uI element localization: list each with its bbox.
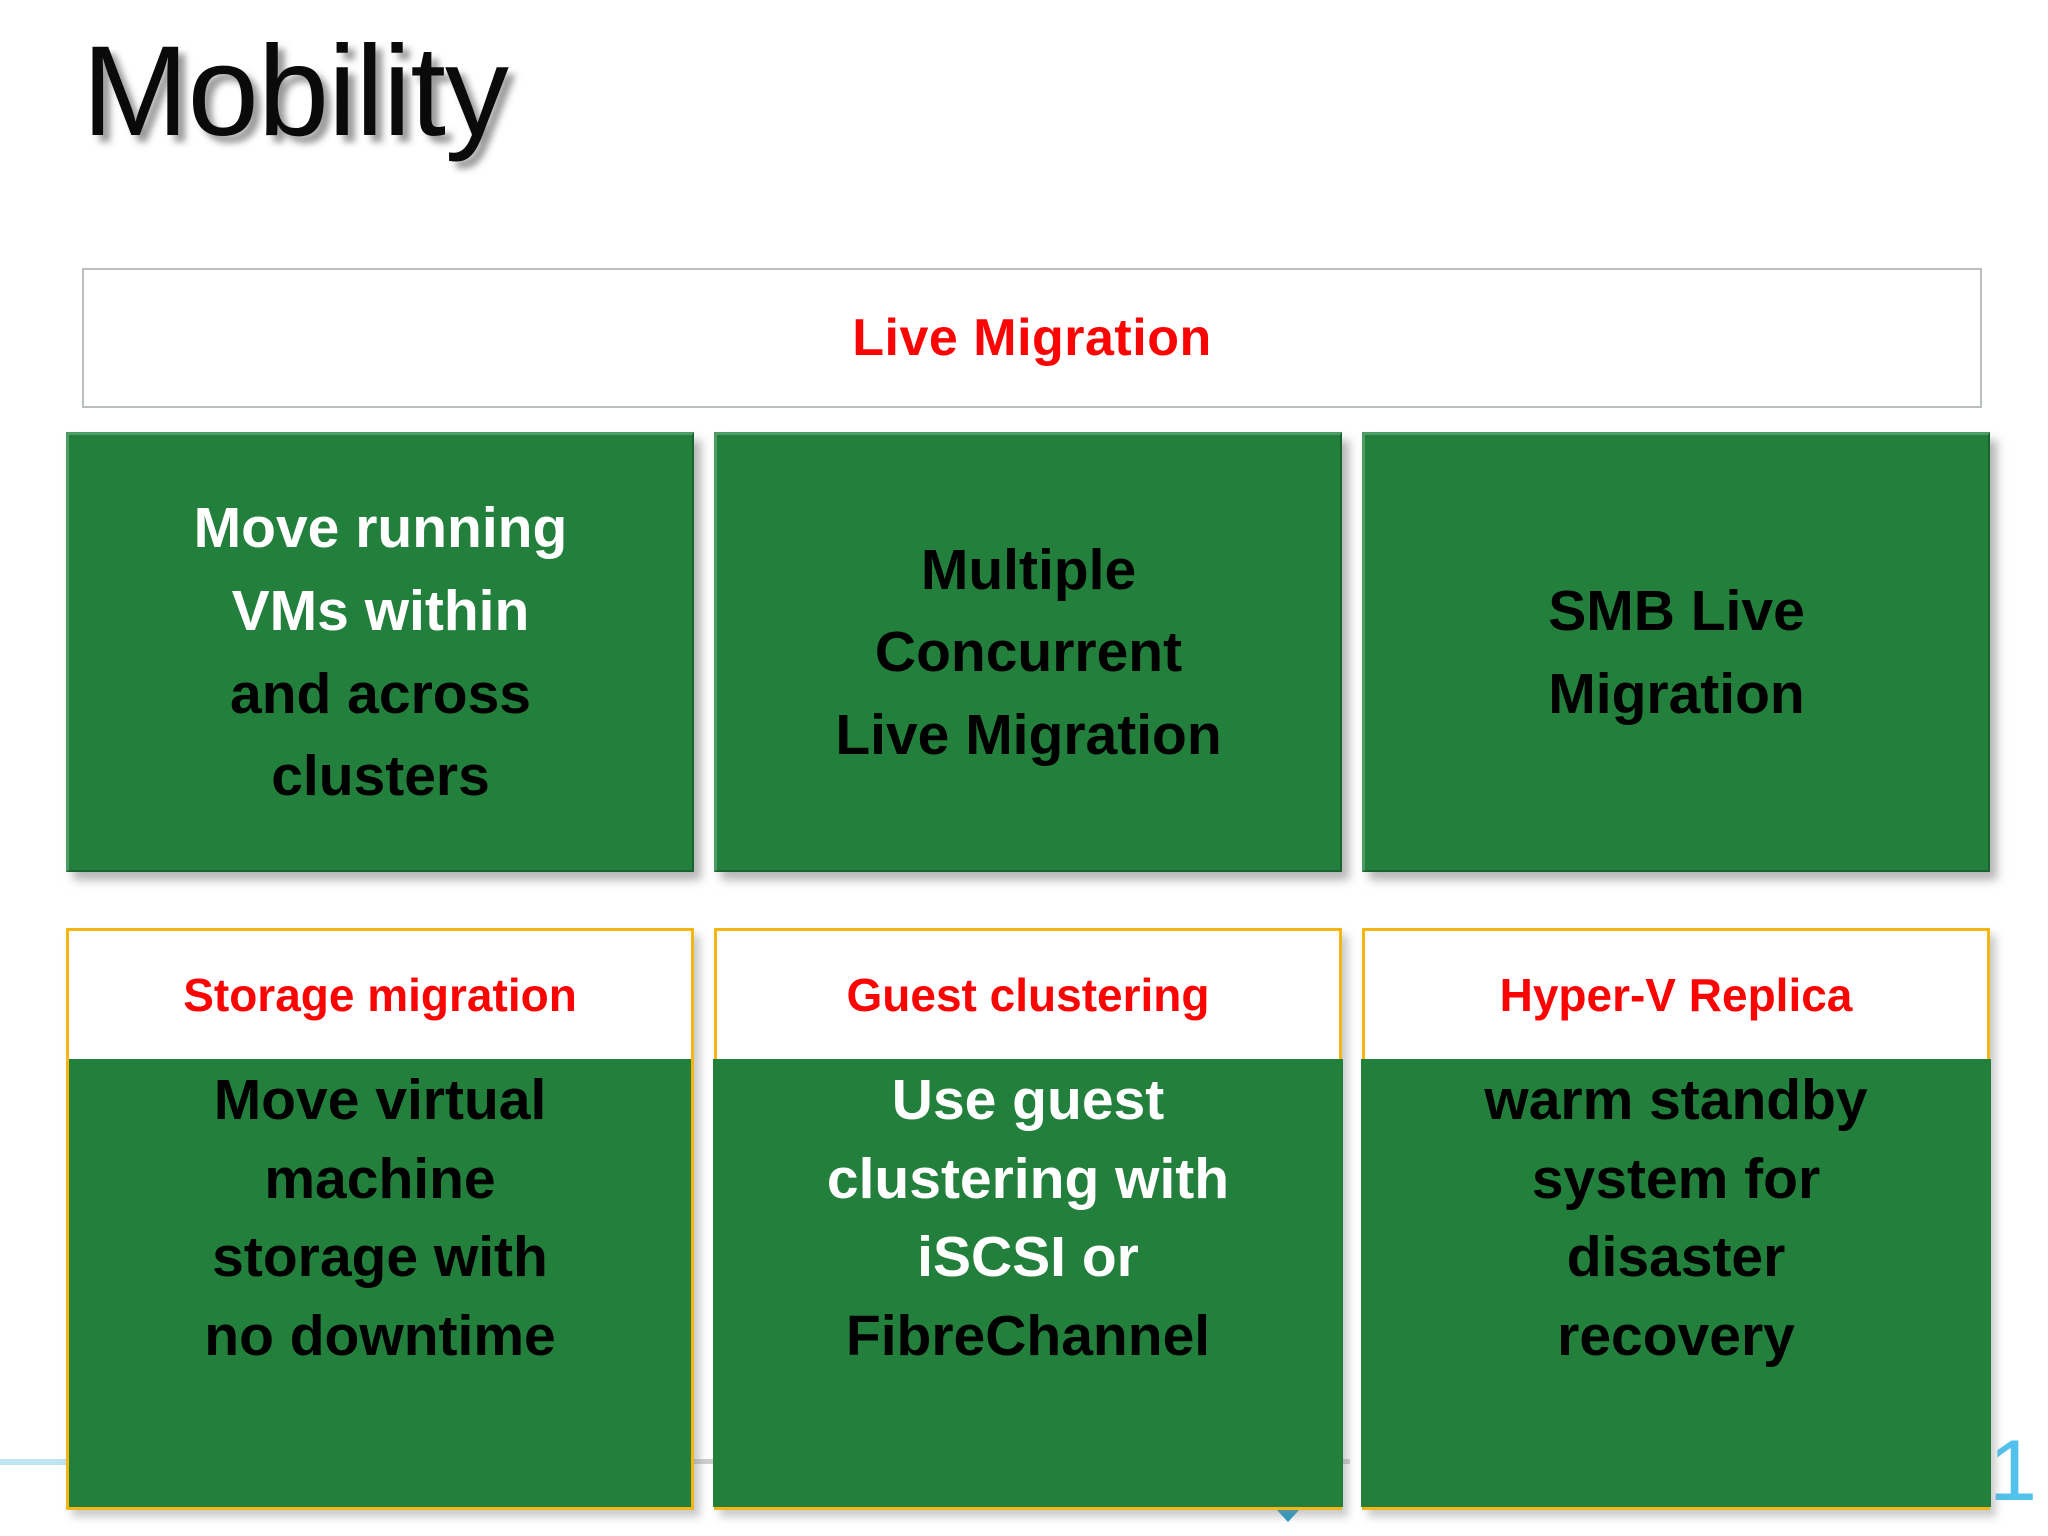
card-line: SMB Live	[1548, 578, 1805, 643]
card-line: VMs within	[231, 578, 530, 643]
card-line: storage with	[212, 1225, 548, 1290]
card-header-label: Storage migration	[183, 969, 577, 1021]
card-header-label: Hyper-V Replica	[1499, 969, 1853, 1021]
card-line: disaster	[1566, 1225, 1786, 1290]
card-line: clusters	[271, 744, 490, 809]
card-header: Hyper-V Replica	[1365, 931, 1987, 1059]
card-line: warm standby	[1484, 1068, 1868, 1132]
card-line: Migration	[1548, 661, 1805, 726]
live-migration-label: Live Migration	[852, 309, 1212, 367]
live-migration-header-bar: Live Migration	[82, 268, 1982, 408]
card-line: no downtime	[204, 1303, 556, 1368]
card-line: system for	[1531, 1146, 1821, 1211]
card-body: warm standby system for disaster recover…	[1361, 1059, 1991, 1507]
card-line: clustering with	[826, 1146, 1230, 1211]
page-title: Mobility	[82, 20, 509, 163]
card-hyper-v-replica[interactable]: Hyper-V Replica warm standby system for …	[1361, 928, 1991, 1510]
card-line: Concurrent	[874, 620, 1183, 685]
card-line: recovery	[1557, 1303, 1795, 1368]
card-multiple-concurrent-live-migration[interactable]: Multiple Concurrent Live Migration	[714, 432, 1342, 872]
card-header-label: Guest clustering	[846, 969, 1210, 1021]
card-line: iSCSI or	[917, 1225, 1139, 1290]
card-line: machine	[264, 1146, 496, 1211]
bottom-card-row: Storage migration Move virtual machine s…	[66, 928, 1994, 1510]
card-guest-clustering[interactable]: Guest clustering Use guest clustering wi…	[713, 928, 1343, 1510]
card-line: and across	[230, 661, 531, 726]
card-line: Multiple	[920, 537, 1137, 602]
card-body: Move virtual machine storage with no dow…	[69, 1059, 691, 1507]
card-header: Guest clustering	[717, 931, 1339, 1059]
card-storage-migration[interactable]: Storage migration Move virtual machine s…	[66, 928, 694, 1510]
card-line: Move virtual	[213, 1068, 547, 1132]
card-line: Use guest	[891, 1068, 1165, 1132]
card-body: Use guest clustering with iSCSI or Fibre…	[713, 1059, 1343, 1507]
card-line: Live Migration	[835, 702, 1222, 767]
card-smb-live-migration[interactable]: SMB Live Migration	[1362, 432, 1990, 872]
card-line: Move running	[193, 496, 568, 561]
card-header: Storage migration	[69, 931, 691, 1059]
card-line: FibreChannel	[845, 1303, 1211, 1368]
card-move-running-vms[interactable]: Move running VMs within and across clust…	[66, 432, 694, 872]
top-card-row: Move running VMs within and across clust…	[66, 432, 1994, 872]
